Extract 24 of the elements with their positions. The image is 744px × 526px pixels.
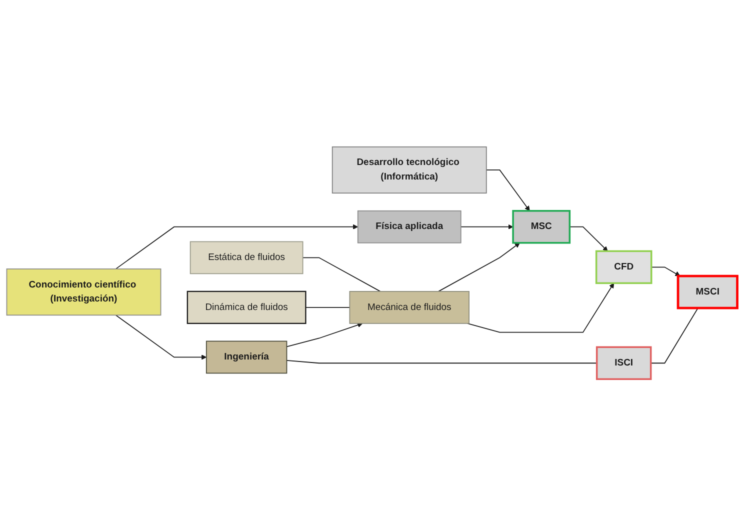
node-box bbox=[595, 250, 652, 284]
arrow bbox=[115, 314, 207, 360]
node-box bbox=[676, 274, 738, 310]
node-box bbox=[512, 210, 571, 244]
node-box bbox=[332, 146, 487, 194]
node-box bbox=[6, 268, 162, 316]
node-box bbox=[357, 210, 462, 244]
arrow bbox=[486, 170, 530, 212]
node-box bbox=[186, 290, 306, 324]
node-box bbox=[190, 241, 304, 274]
arrow bbox=[286, 322, 363, 348]
node-box bbox=[206, 340, 288, 374]
arrow bbox=[438, 242, 520, 292]
arrow bbox=[460, 224, 514, 230]
node-box bbox=[596, 346, 652, 380]
arrow bbox=[650, 266, 680, 276]
connector bbox=[286, 360, 598, 364]
arrow bbox=[467, 282, 614, 333]
node-box bbox=[349, 291, 470, 324]
arrow bbox=[115, 224, 358, 270]
arrow bbox=[569, 226, 608, 252]
connector bbox=[650, 308, 698, 364]
connector bbox=[302, 257, 381, 292]
connector bbox=[305, 307, 350, 308]
